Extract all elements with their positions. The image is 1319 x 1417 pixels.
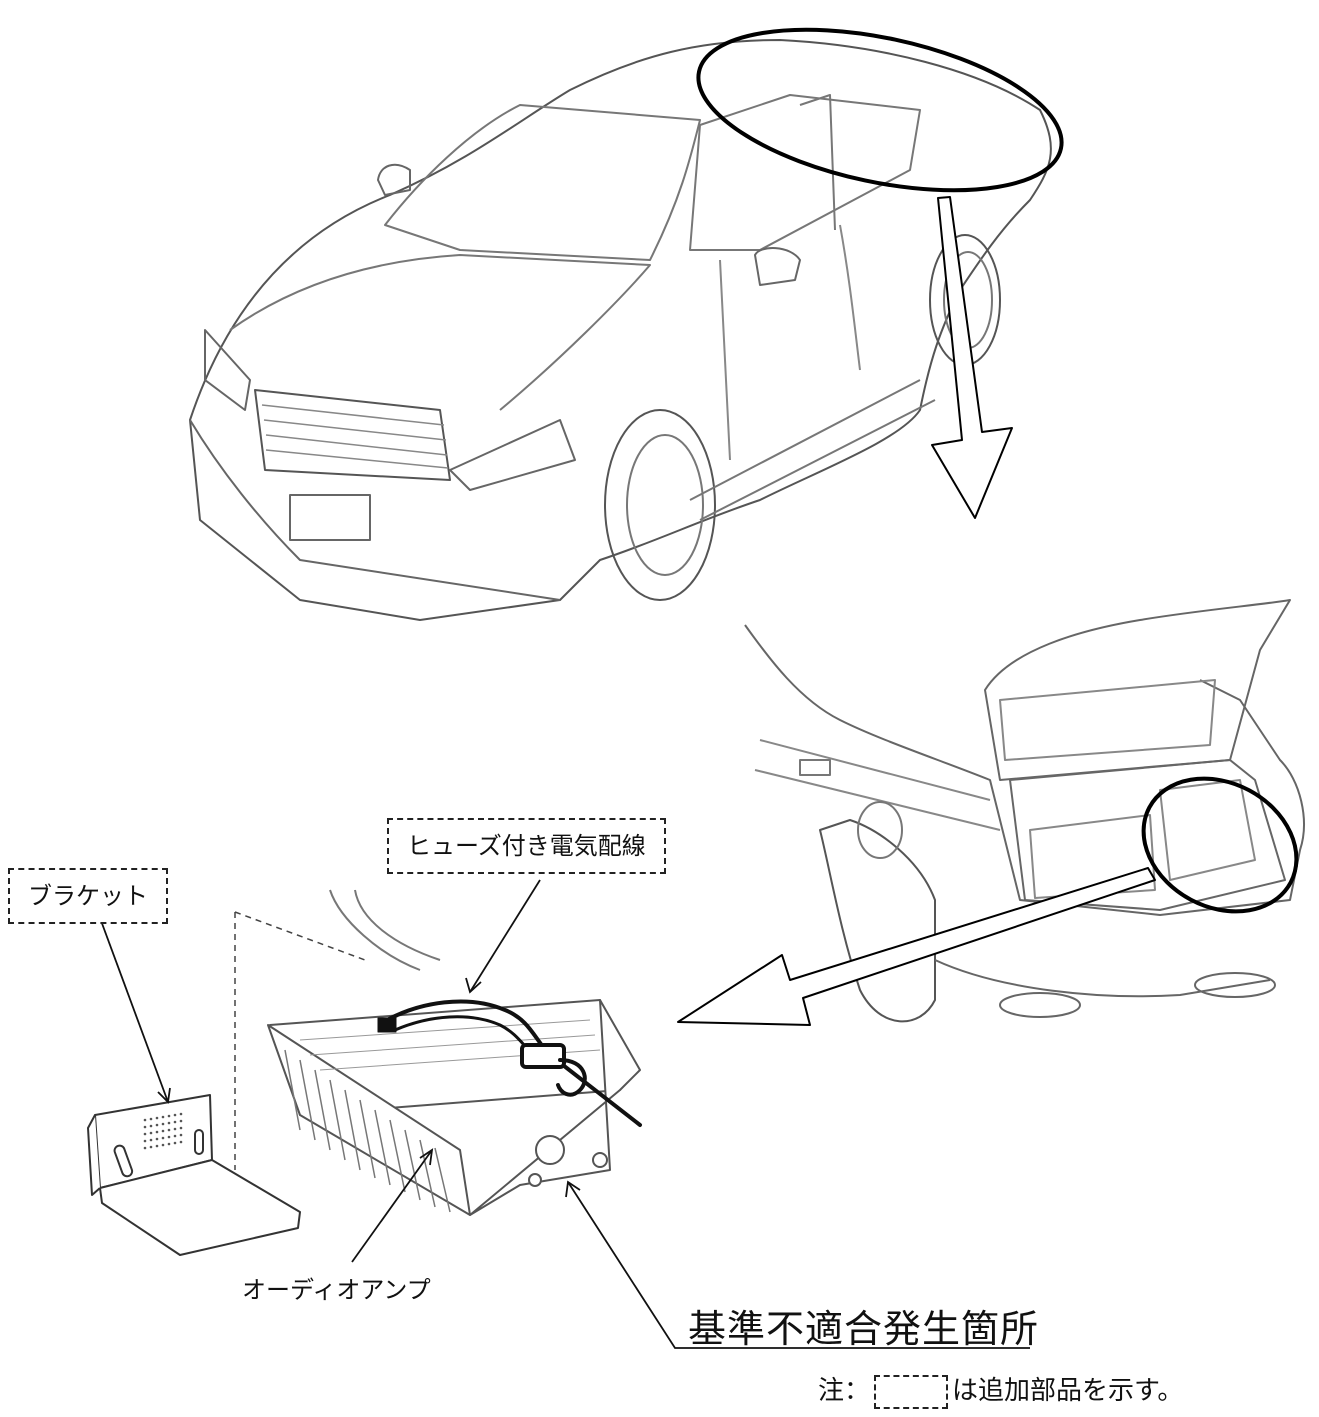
leader-harness [469, 879, 541, 993]
car-rear-trunk-illustration [744, 599, 1305, 1023]
leader-bracket [99, 917, 169, 1103]
legend-note-suffix: は追加部品を示す。 [952, 1376, 1184, 1406]
label-nonconformity-location: 基準不適合発生箇所 [688, 1307, 1040, 1351]
audio-amp-illustration [267, 889, 641, 1216]
label-audio-amp: オーディオアンプ [242, 1276, 431, 1304]
leader-nonconformity [567, 1181, 1030, 1349]
bracket-vent-holes [143, 1112, 183, 1150]
legend-note: 注： は追加部品を示す。 [818, 1370, 1183, 1409]
highlight-ellipse-roof [696, 27, 1064, 193]
legend-dashed-box-sample [874, 1375, 949, 1409]
label-fused-wiring: ヒューズ付き電気配線 [387, 818, 666, 874]
leader-amp [351, 1149, 433, 1263]
car-overview-illustration [189, 39, 1052, 621]
arrow-to-amp-detail [677, 867, 1156, 1026]
highlight-ellipse-trunk [1141, 776, 1299, 914]
leader-amp-head [419, 1148, 434, 1166]
bracket-placement-guide [234, 911, 366, 1170]
leader-lines [99, 879, 1030, 1349]
legend-note-prefix: 注： [818, 1376, 871, 1406]
leader-nonconformity-head [565, 1180, 581, 1198]
arrow-to-trunk-view [931, 196, 1013, 519]
leader-harness-head [465, 977, 482, 994]
fused-wiring-harness [377, 999, 642, 1127]
leader-bracket-head [157, 1087, 171, 1104]
bracket-illustration [87, 1094, 301, 1256]
label-bracket: ブラケット [8, 868, 168, 924]
